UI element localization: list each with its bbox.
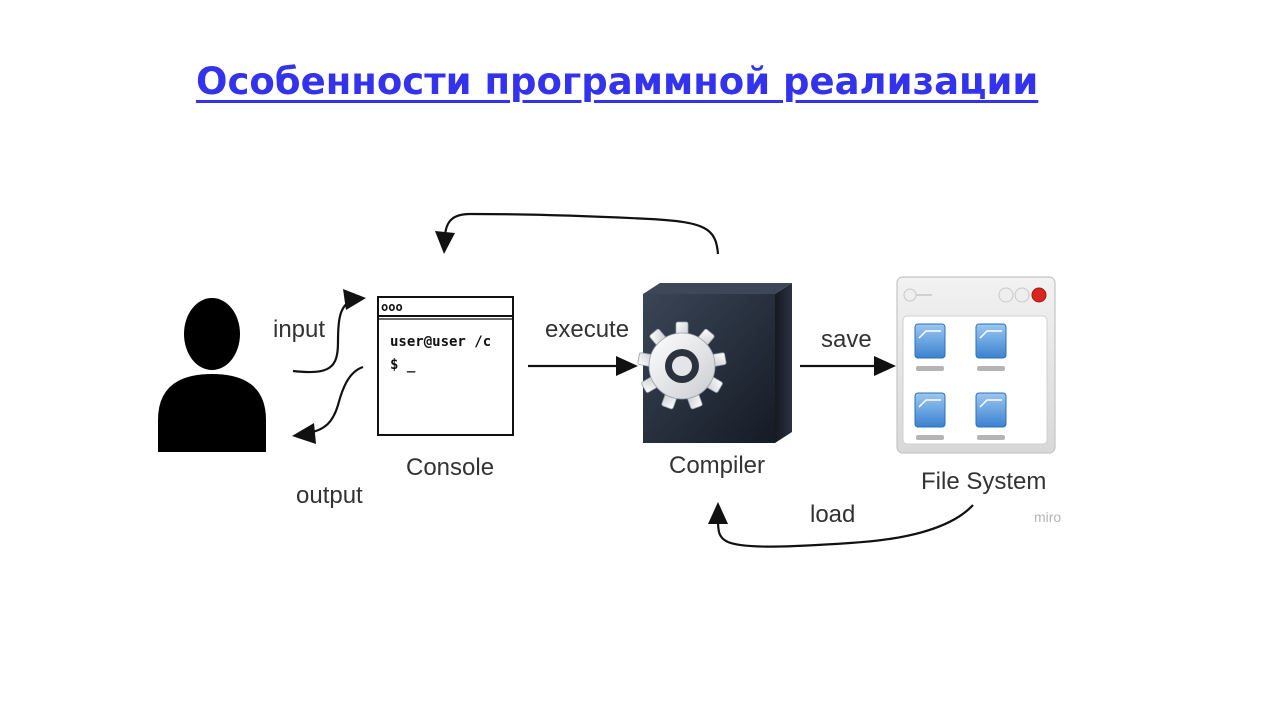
console-prompt-line: user@user /c — [390, 334, 491, 350]
input-arrow — [292, 289, 366, 374]
console-cursor-line: $ _ — [390, 357, 416, 373]
save-arrow — [800, 356, 896, 376]
feedback-arrow — [435, 212, 720, 255]
output-arrow — [292, 365, 364, 444]
compiler-gear-cube-icon — [637, 283, 792, 443]
compiler-label: Compiler — [669, 452, 765, 479]
file-system-label: File System — [921, 468, 1046, 495]
load-arrow — [708, 502, 974, 548]
file-system-window-icon — [896, 276, 1056, 454]
user-icon — [158, 298, 266, 452]
console-window-icon — [377, 296, 514, 436]
output-label: output — [296, 482, 363, 509]
slide-title-link[interactable]: Особенности программной реализации — [196, 60, 1039, 103]
save-label: save — [821, 326, 872, 353]
miro-watermark: miro — [1034, 509, 1061, 525]
load-label: load — [810, 501, 855, 528]
execute-arrow — [528, 356, 638, 376]
input-label: input — [273, 316, 325, 343]
execute-label: execute — [545, 316, 629, 343]
console-window-buttons: ooo — [381, 300, 403, 314]
console-label: Console — [406, 454, 494, 481]
